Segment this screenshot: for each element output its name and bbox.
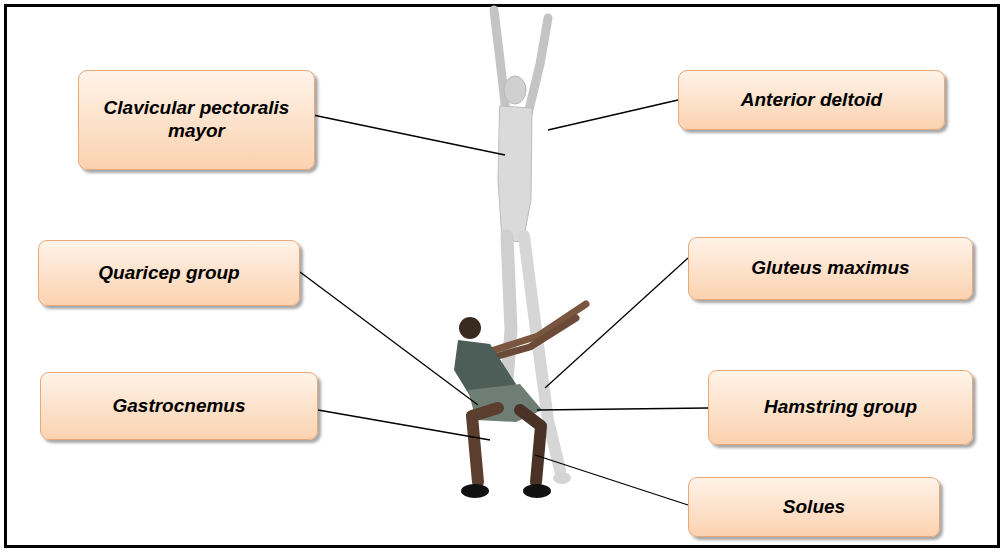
label-box: Anterior deltoid [678,70,945,130]
label-box: Clavicular pectoralis mayor [78,70,315,170]
leader-line [545,258,688,388]
muscle-label: Gastrocnemus [112,395,245,418]
muscle-label: Quaricep group [98,262,239,285]
leader-line [537,408,708,410]
leader-line [548,100,678,130]
leader-line [300,272,478,405]
muscle-label: Hamstring group [764,396,917,419]
label-box: Quaricep group [38,240,300,306]
muscle-label: Gluteus maximus [751,257,909,280]
muscle-label: Clavicular pectoralis mayor [89,97,304,143]
muscle-label: Anterior deltoid [741,89,882,112]
leader-lines [300,100,708,505]
label-box: Solues [688,477,940,537]
leader-line [318,410,490,440]
label-box: Hamstring group [708,370,973,445]
muscle-label: Solues [783,496,845,519]
crouching-figure [454,304,586,498]
label-box: Gastrocnemus [40,372,318,440]
label-box: Gluteus maximus [688,237,973,300]
leader-line [313,115,505,155]
leader-line [535,455,688,505]
